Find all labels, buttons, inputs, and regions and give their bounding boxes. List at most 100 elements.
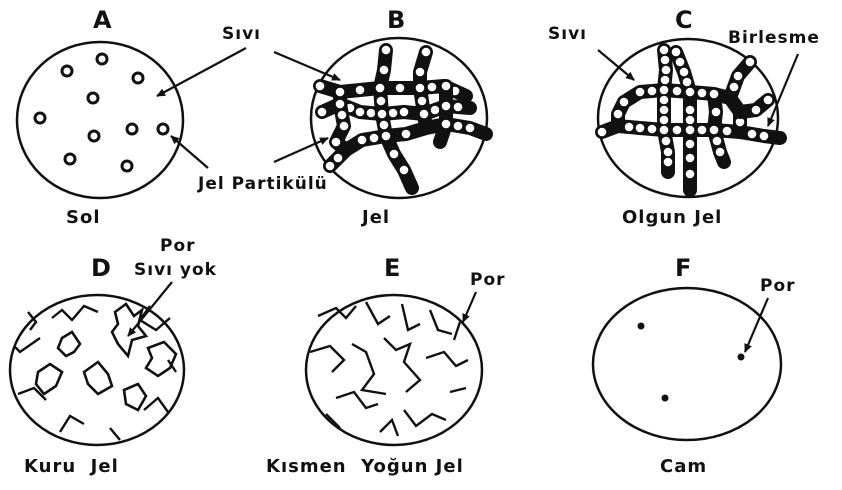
gel-particle xyxy=(317,107,327,117)
gel-particle xyxy=(682,77,692,87)
caption-kuru-jel: Kuru Jel xyxy=(24,456,119,477)
label-sivi-yok: Sıvı yok xyxy=(134,260,217,280)
gel-particle xyxy=(417,96,427,106)
gel-particle xyxy=(399,107,409,117)
gel-particle xyxy=(709,125,719,135)
gel-particle xyxy=(685,139,695,149)
gel-particle xyxy=(715,147,725,157)
gel-particle xyxy=(325,161,335,171)
panel-e-kismen-yogun-jel xyxy=(306,295,482,445)
gel-particle xyxy=(659,105,669,115)
panel-a-sol xyxy=(17,42,183,198)
gel-particle xyxy=(335,99,345,109)
leader-sivi-c xyxy=(598,50,634,80)
gel-particle xyxy=(381,45,391,55)
gel-particle xyxy=(381,131,391,141)
gel-particle xyxy=(379,65,389,75)
leader-sivi-b xyxy=(274,52,340,80)
caption-olgun-jel: Olgun Jel xyxy=(622,207,722,228)
panel-f-circle xyxy=(593,288,781,440)
gel-particle xyxy=(369,133,379,143)
gel-particle xyxy=(339,121,349,131)
gel-particle xyxy=(315,81,325,91)
gel-particle xyxy=(465,123,475,133)
label-sivi-ab: Sıvı xyxy=(222,24,261,44)
gel-particle xyxy=(672,125,682,135)
gel-particle xyxy=(375,83,385,93)
gel-particle xyxy=(635,87,645,97)
gel-particle xyxy=(729,82,739,92)
panel-b-jel xyxy=(311,38,487,198)
gel-particle xyxy=(659,45,669,55)
gel-particle xyxy=(659,125,669,135)
gel-particle xyxy=(685,115,695,125)
gel-particle xyxy=(430,105,440,115)
gel-particle xyxy=(355,85,365,95)
gel-particle xyxy=(441,101,451,111)
label-por-d: Por xyxy=(160,236,196,256)
gel-particle xyxy=(697,88,707,98)
gel-particle xyxy=(722,126,732,136)
gel-particle xyxy=(685,125,695,135)
panel-letter-e: E xyxy=(384,254,400,282)
gel-particle xyxy=(331,137,341,147)
gel-particle xyxy=(663,147,673,157)
gel-particle xyxy=(685,169,695,179)
label-por-f: Por xyxy=(760,276,796,296)
gel-particle xyxy=(453,121,463,131)
gel-particle xyxy=(597,127,607,137)
label-por-e: Por xyxy=(470,270,506,290)
leader-por-e xyxy=(463,292,476,322)
label-jel-partikulu: Jel Partikülü xyxy=(198,174,328,194)
gel-particle xyxy=(647,86,657,96)
gel-particle xyxy=(399,165,409,175)
gel-particle xyxy=(712,136,722,146)
gel-particle xyxy=(685,87,695,97)
gel-particle xyxy=(733,71,743,81)
gel-particle xyxy=(355,107,365,117)
panel-letter-d: D xyxy=(91,254,111,282)
gel-particle xyxy=(335,87,345,97)
gel-particle xyxy=(763,95,773,105)
gel-particle xyxy=(366,108,376,118)
leader-sivi-a xyxy=(157,48,246,96)
gel-particle xyxy=(441,119,451,129)
panel-letter-f: F xyxy=(675,254,691,282)
label-birlesme: Birlesme xyxy=(728,28,820,48)
gel-particle xyxy=(685,153,695,163)
gel-particle xyxy=(379,120,389,130)
gel-particle xyxy=(659,85,669,95)
chain-backbone xyxy=(440,86,446,142)
gel-particle xyxy=(415,67,425,77)
sol-particles xyxy=(35,54,168,171)
gel-particle xyxy=(419,109,429,119)
caption-sol: Sol xyxy=(66,207,101,228)
gel-particle xyxy=(751,105,761,115)
gel-particle xyxy=(395,83,405,93)
label-sivi-c: Sıvı xyxy=(548,24,587,44)
gel-particle xyxy=(711,107,721,117)
panel-d-circle xyxy=(10,295,184,445)
leader-por-d xyxy=(128,282,172,336)
glass-pores xyxy=(638,323,745,402)
gel-particle xyxy=(427,82,437,92)
gel-particle xyxy=(659,115,669,125)
gel-particle xyxy=(671,47,681,57)
gel-particle xyxy=(660,75,670,85)
leader-jel-partikulu-b xyxy=(274,138,328,162)
gel-particle-chains-c xyxy=(597,45,780,190)
gel-particle xyxy=(660,55,670,65)
dry-gel-pores xyxy=(36,304,176,410)
gel-particle xyxy=(663,157,673,167)
gel-particle xyxy=(675,57,685,67)
gel-particle xyxy=(415,83,425,93)
panel-letter-c: C xyxy=(675,6,693,34)
gel-particle xyxy=(747,129,757,139)
gel-particle xyxy=(635,123,645,133)
panel-a-circle xyxy=(17,42,183,198)
partial-dense-gel-cracks xyxy=(310,302,468,436)
gel-particle xyxy=(376,96,386,106)
gel-particle xyxy=(624,122,634,132)
caption-kismen-yogun-jel: Kısmen Yoğun Jel xyxy=(266,456,464,477)
